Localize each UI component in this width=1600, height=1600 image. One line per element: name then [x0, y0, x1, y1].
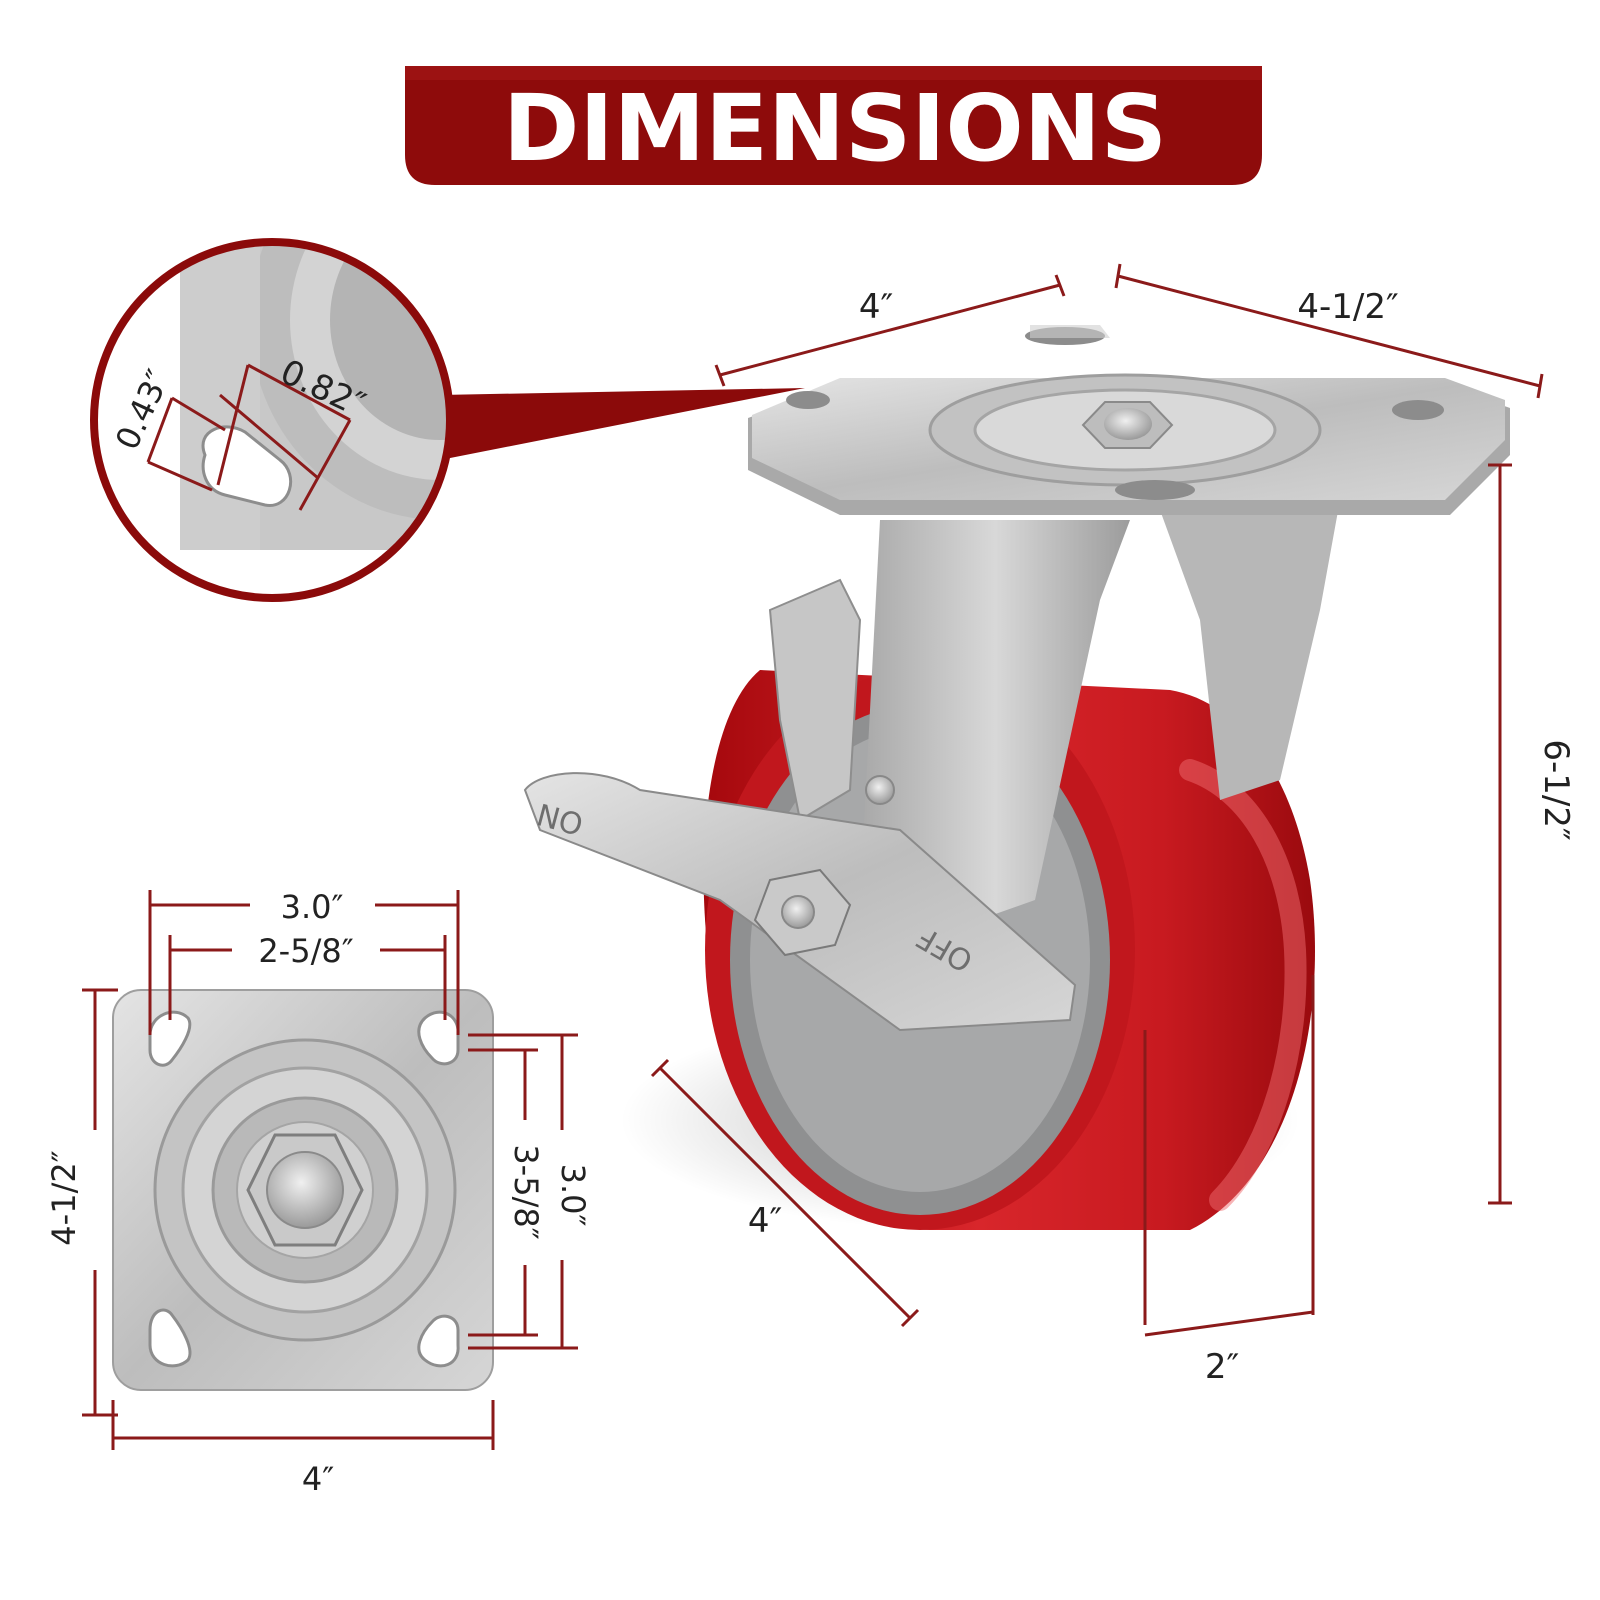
dim-tick-plate-width-a [714, 364, 726, 387]
dim-tick-plate-depth-b [1536, 373, 1544, 399]
banner-highlight [405, 66, 1262, 80]
dim-line-plate-width [719, 283, 1061, 377]
dim-line-wheel-diameter [658, 1066, 912, 1320]
brake-pivot-bolt [865, 775, 895, 805]
label-overall-height: 6-1/2″ [1536, 739, 1576, 840]
kingpin-cap [1104, 408, 1152, 440]
plate-slot-top-right [417, 1010, 460, 1066]
label-bolt-inner-horizontal: 2-5/8″ [258, 932, 353, 970]
dim-tick-slot-length-a [216, 364, 250, 486]
dim-tick-slot-width-a [147, 460, 213, 492]
page-title: DIMENSIONS [503, 75, 1167, 182]
slot-zoom-callout: 0.82″ 0.43″ [90, 238, 805, 602]
label-bolt-inner-vertical: 3-5/8″ [507, 1144, 545, 1239]
axle-bolt [781, 895, 815, 929]
plate-kingpin-cap [266, 1151, 344, 1229]
banner-shape [405, 66, 1262, 185]
tread-highlight [1179, 759, 1307, 1211]
zoom-connector [440, 388, 805, 460]
label-bolt-outer-horizontal: 3.0″ [281, 888, 344, 926]
dim-tick-plate-width-b [1054, 274, 1066, 297]
title-banner: DIMENSIONS [405, 66, 1262, 185]
brake-lever-arm [768, 578, 862, 822]
plate-slot-bottom-right [417, 1314, 460, 1368]
label-wheel-diameter: 4″ [748, 1201, 782, 1241]
dim-line-wheel-width [1144, 1310, 1314, 1337]
label-plate-height-bottom: 4-1/2″ [45, 1150, 83, 1245]
dim-tick-plate-depth-a [1114, 263, 1122, 289]
zoom-circle-border [90, 238, 454, 602]
label-plate-width: 4″ [859, 287, 893, 327]
fork-leg-front [860, 520, 1130, 930]
fork-leg-back [1160, 500, 1340, 800]
dim-tick-wheel-diameter-a [650, 1058, 670, 1078]
label-wheel-width: 2″ [1205, 1347, 1239, 1387]
caster-wheel-illustration: ON OFF [523, 325, 1510, 1230]
caster-dimensions: 4″ 4-1/2″ 6-1/2″ 4″ 2″ [650, 263, 1576, 1387]
dim-tick-slot-width-b [171, 396, 226, 432]
plate-slot-3 [1392, 400, 1444, 420]
dim-line-plate-depth [1117, 274, 1541, 388]
dim-tick-wheel-diameter-b [900, 1308, 920, 1328]
dim-tick-slot-length-b [298, 419, 352, 511]
plate-slot-bottom-left [148, 1308, 192, 1368]
mounting-plate-diagram: 3.0″ 2-5/8″ 3.0″ 3-5/8″ 4-1/2″ 4″ [45, 888, 592, 1498]
plate-slot-4 [1115, 480, 1195, 500]
zoom-slot [201, 425, 293, 507]
plate-slot-1 [786, 391, 830, 409]
plate-back-edge [1030, 325, 1110, 338]
plate-slot-top-left [148, 1010, 192, 1067]
label-plate-width-bottom: 4″ [302, 1460, 334, 1498]
dim-line-slot-width [146, 397, 174, 463]
label-plate-depth: 4-1/2″ [1297, 287, 1398, 327]
label-bolt-outer-vertical: 3.0″ [554, 1164, 592, 1227]
dim-line-slot-length-top [247, 363, 351, 422]
